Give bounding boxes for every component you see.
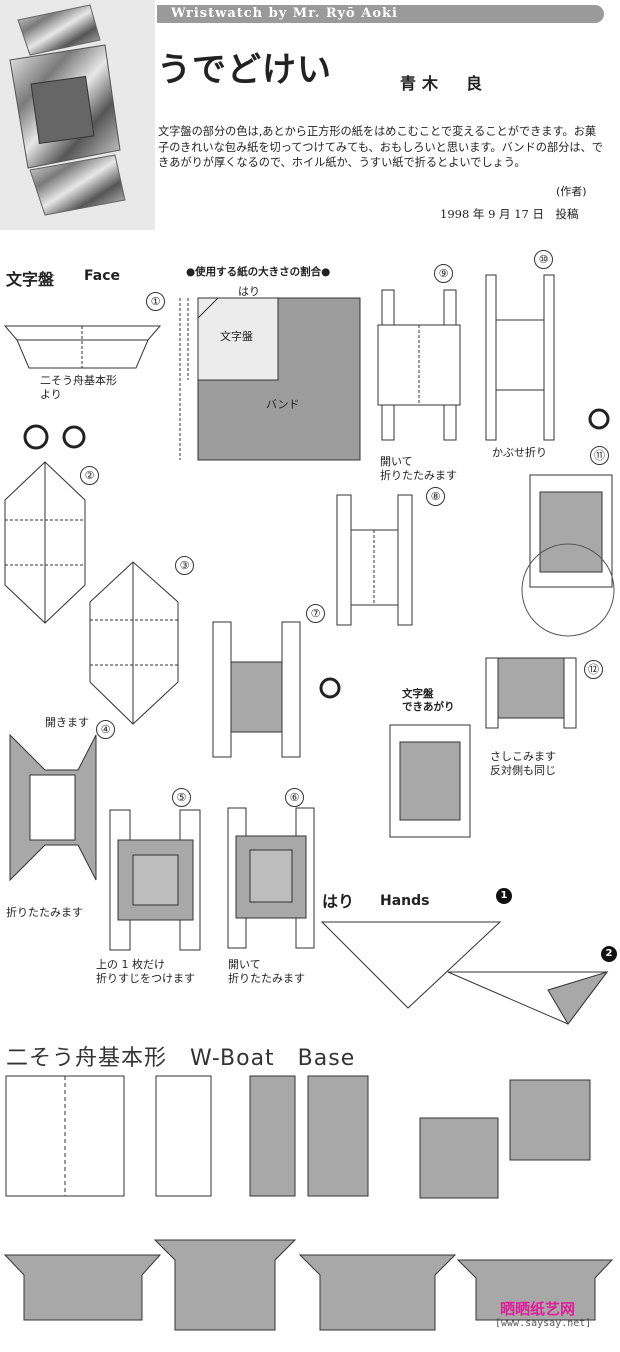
step-2-shape [4,461,86,624]
hands-step-2: 2 [601,946,617,962]
step-8-shape [336,494,413,626]
paper-ratio-diagram [179,297,361,461]
hands-step-1: 1 [496,888,512,904]
paper-ratio-title: ●使用する紙の大きさの割合● [186,266,331,278]
step-5-shape [109,809,201,951]
hands-title-ja: はり [322,892,355,911]
wristwatch-photo [0,0,155,230]
banner: Wristwatch by Mr. Ryō Aoki [157,5,604,23]
step-4-shape [9,733,97,882]
step-3-shape [89,561,179,725]
watermark-brand: 晒晒纸艺网 [500,1300,576,1318]
step-number-10: ⑩ [534,250,553,269]
post-date: 1998 年 9 月 17 日 投稿 [440,207,579,221]
label-from-wboat: 二そう舟基本形 より [40,374,117,401]
step-number-1: ① [146,292,165,311]
hands-title-en: Hands [380,893,430,909]
step-number-8: ⑧ [426,487,445,506]
label-fold-flat: 折りたたみます [6,906,83,919]
label-insert: さしこみます 反対側も同じ [490,750,556,777]
step-9-shape [377,289,461,441]
face-title-ja: 文字盤 [6,270,55,289]
watermark-url: [www.saysay.net] [495,1318,592,1329]
description: 文字盤の部分の色は,あとから正方形の紙をはめこむことで変えることができます。お菓… [158,125,603,169]
step-12-shape [485,657,577,729]
step-6-shape [227,807,315,949]
credit: (作者) [556,185,587,198]
step-1-shape [3,325,162,369]
wboat-title: 二そう舟基本形 W-Boat Base [6,1046,356,1071]
author-name: 青木 良 [400,74,489,93]
hands-shapes [320,921,609,1025]
step-number-4: ④ [96,720,115,739]
step-number-11: ⑪ [590,446,609,465]
wboat-sequence [3,1075,614,1331]
step-number-3: ③ [175,556,194,575]
step-number-2: ② [80,466,99,485]
face-title-en: Face [84,268,120,284]
label-open: 開きます [45,716,89,729]
step-10-shape [485,274,555,441]
paper-ratio-face-label: 文字盤 [220,330,253,343]
label-open-fold-9: 開いて 折りたたみます [380,455,457,482]
step-number-12: ⑫ [584,660,603,679]
paper-ratio-hands-label: はり [238,285,260,298]
step-11-shape [521,474,615,637]
step-number-7: ⑦ [306,604,325,623]
step-7-shape [212,621,301,758]
label-cover-fold: かぶせ折り [492,446,547,459]
finished-face-shape [389,724,471,838]
step-number-6: ⑥ [285,788,304,807]
paper-ratio-band-label: バンド [266,398,300,411]
rotate-icons [23,408,610,699]
step-number-5: ⑤ [172,788,191,807]
label-open-fold-6: 開いて 折りたたみます [228,958,305,985]
page-title: うでどけい [157,50,332,90]
label-face-done: 文字盤 できあがり [402,688,455,713]
label-crease-top: 上の 1 枚だけ 折りすじをつけます [96,958,195,985]
step-number-9: ⑨ [434,264,453,283]
